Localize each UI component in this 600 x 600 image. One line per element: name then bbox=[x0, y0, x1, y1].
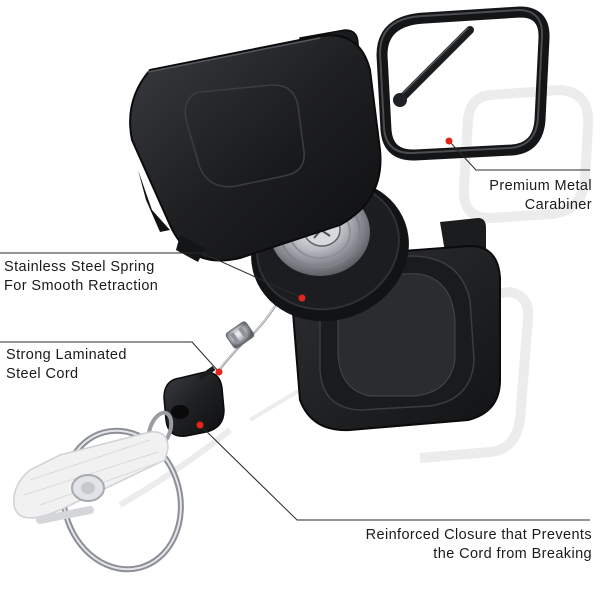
cord-stopper bbox=[225, 321, 255, 349]
red-markers bbox=[196, 137, 453, 429]
strap bbox=[13, 431, 169, 524]
carabiner bbox=[376, 6, 550, 161]
callout-cord-line1: Strong Laminated bbox=[6, 347, 127, 363]
callout-carabiner-line1: Premium Metal bbox=[489, 178, 592, 194]
leader-spring bbox=[0, 252, 303, 299]
marker-spring bbox=[298, 294, 306, 302]
callout-cord: Strong Laminated Steel Cord bbox=[6, 346, 127, 384]
leader-lines bbox=[0, 140, 590, 521]
leader-closure bbox=[199, 424, 590, 521]
callout-cord-line2: Steel Cord bbox=[6, 366, 79, 382]
ghost-reflection bbox=[118, 85, 594, 508]
callout-closure: Reinforced Closure that Prevents the Cor… bbox=[290, 526, 592, 564]
leader-carabiner bbox=[448, 140, 590, 171]
cord-clip bbox=[163, 365, 225, 437]
marker-cord bbox=[215, 368, 223, 376]
marker-closure bbox=[196, 421, 204, 429]
callout-spring-line2: For Smooth Retraction bbox=[4, 278, 159, 294]
marker-carabiner bbox=[445, 137, 453, 145]
callout-closure-line2: the Cord from Breaking bbox=[433, 546, 592, 562]
leader-cord bbox=[0, 341, 220, 373]
callout-closure-line1: Reinforced Closure that Prevents bbox=[365, 527, 592, 543]
callout-carabiner-line2: Carabiner bbox=[524, 197, 592, 213]
callout-spring-line1: Stainless Steel Spring bbox=[4, 259, 155, 275]
callout-carabiner: Premium Metal Carabiner bbox=[450, 177, 592, 215]
front-housing bbox=[129, 29, 382, 262]
callout-spring: Stainless Steel Spring For Smooth Retrac… bbox=[4, 258, 158, 296]
